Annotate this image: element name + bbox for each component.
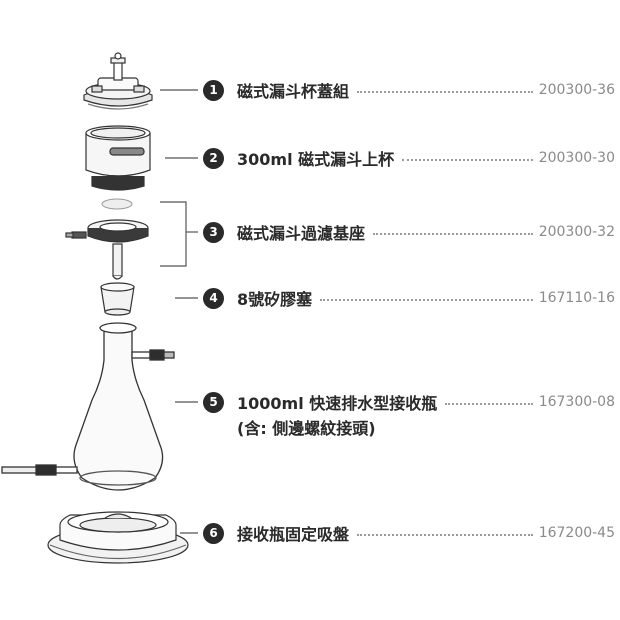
leader-lines [160, 89, 198, 534]
part-row-2: 2 300ml 磁式漏斗上杯 200300-30 [203, 146, 615, 170]
part-code: 200300-36 [538, 82, 615, 98]
part-number-badge: 3 [203, 221, 224, 243]
part-code: 167110-16 [538, 290, 615, 306]
dotted-leader [320, 299, 533, 301]
part-label: 8號矽膠塞 [237, 290, 313, 309]
part-code: 167200-45 [538, 525, 615, 541]
part-row-1: 1 磁式漏斗杯蓋組 200300-36 [203, 78, 615, 102]
part-label: 1000ml 快速排水型接收瓶 [237, 394, 438, 413]
part-row-4: 4 8號矽膠塞 167110-16 [203, 286, 615, 310]
suction-base-icon [47, 511, 189, 564]
dotted-leader [402, 159, 533, 161]
part-sublabel: (含: 側邊螺紋接頭) [237, 419, 376, 438]
filter-base-icon [65, 219, 149, 280]
part-number-badge: 5 [203, 391, 224, 413]
part-code: 200300-30 [538, 150, 615, 166]
part-number-badge: 2 [203, 147, 224, 169]
funnel-cup-icon [85, 125, 151, 191]
part-row-3: 3 磁式漏斗過濾基座 200300-32 [203, 220, 615, 244]
part-row-5: 5 1000ml 快速排水型接收瓶 167300-08 [203, 390, 615, 414]
part-label: 磁式漏斗杯蓋組 [237, 82, 350, 101]
part-number-badge: 1 [203, 79, 224, 101]
part-code: 167300-08 [538, 394, 615, 410]
dotted-leader [373, 233, 533, 235]
part-label: 接收瓶固定吸盤 [237, 525, 350, 544]
part-label: 300ml 磁式漏斗上杯 [237, 150, 395, 169]
dotted-leader [357, 91, 533, 93]
filter-disc-icon [101, 198, 133, 210]
lid-assembly-icon [83, 52, 153, 110]
silicone-stopper-icon [100, 282, 135, 316]
part-code: 200300-32 [538, 224, 615, 240]
dotted-leader [357, 534, 533, 536]
part-number-badge: 4 [203, 287, 224, 309]
dotted-leader [445, 403, 533, 405]
part-number-badge: 6 [203, 522, 224, 544]
part-label: 磁式漏斗過濾基座 [237, 224, 366, 243]
part-row-6: 6 接收瓶固定吸盤 167200-45 [203, 521, 615, 545]
receiving-flask-icon [1, 322, 175, 491]
